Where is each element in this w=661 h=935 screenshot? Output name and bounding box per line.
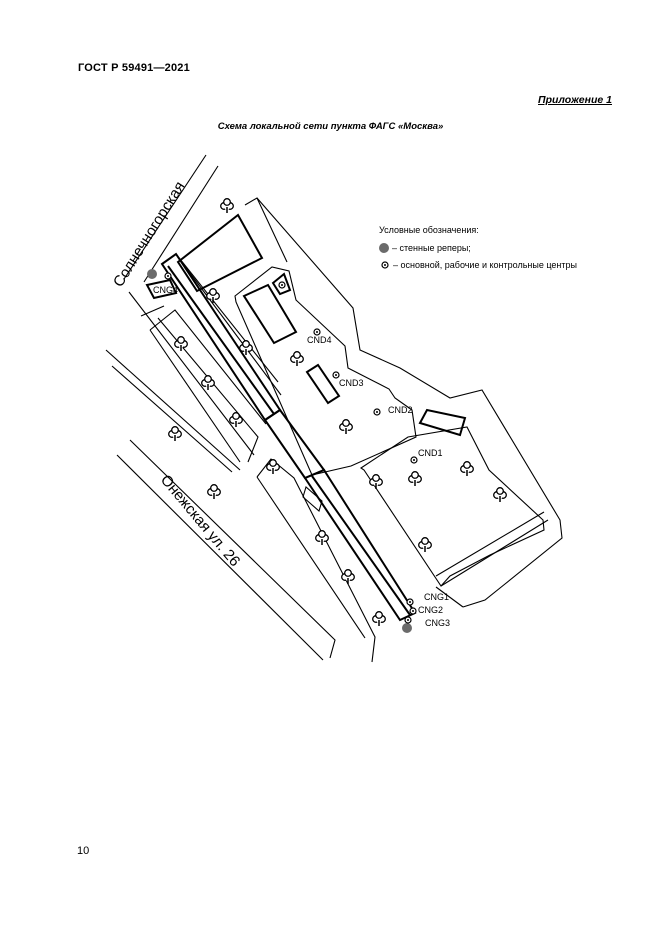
page-number: 10 — [77, 845, 90, 857]
point-label-cng4: CNG4 — [153, 285, 178, 295]
point-label-cnd3: CND3 — [339, 378, 364, 388]
street-lines — [105, 154, 563, 663]
point-label-cng1: CNG1 — [424, 592, 449, 602]
buildings — [145, 213, 467, 622]
legend-heading: Условные обозначения: — [379, 225, 479, 235]
legend-center-icon — [381, 261, 389, 269]
point-label-cng2: CNG2 — [418, 605, 443, 615]
point-label-cnd1: CND1 — [418, 448, 443, 458]
legend-centers: – основной, рабочие и контрольные центры — [393, 260, 577, 270]
figure-title: Схема локальной сети пункта ФАГС «Москва… — [217, 121, 444, 132]
legend-wall-marks: – стенные реперы; — [392, 243, 471, 253]
point-label-cnd2: CND2 — [388, 405, 413, 415]
standard-number: ГОСТ Р 59491—2021 — [78, 62, 190, 74]
street-label-south: Онежская ул. 26 — [157, 472, 243, 570]
wall-mark-cng3 — [402, 623, 412, 633]
point-label-cnd4: CND4 — [307, 335, 332, 345]
appendix-label: Приложение 1 — [538, 94, 612, 106]
point-label-cng3: CNG3 — [425, 618, 450, 628]
wall-mark-cng4 — [147, 269, 157, 279]
legend: Условные обозначения: – стенные реперы; … — [379, 225, 577, 270]
legend-wall-mark-icon — [379, 243, 389, 253]
